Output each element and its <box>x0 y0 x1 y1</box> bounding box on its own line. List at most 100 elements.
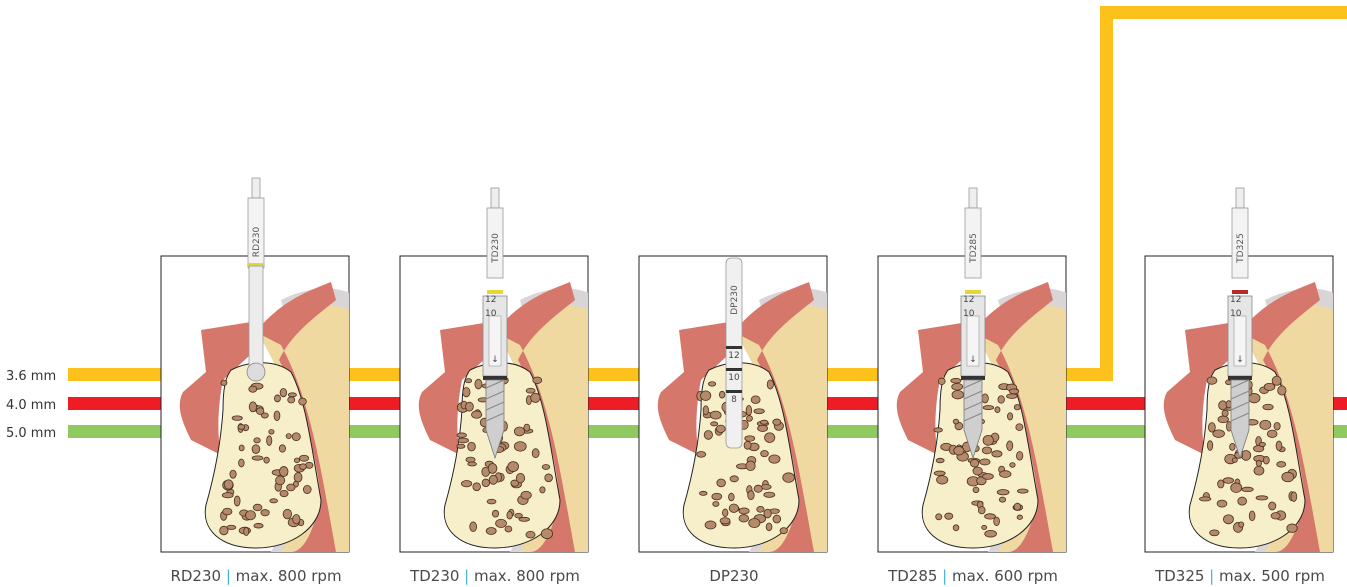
bone-pore <box>722 509 727 517</box>
bone-pore <box>997 490 1009 495</box>
bone-pore <box>286 434 291 439</box>
bone-pore <box>280 490 288 496</box>
bone-pore <box>1226 380 1232 385</box>
bone-pore <box>482 479 490 487</box>
bone-pore <box>1230 443 1235 450</box>
bone-pore <box>487 499 496 504</box>
shank-tip <box>491 188 499 208</box>
bone-pore <box>999 497 1005 502</box>
bone-pore <box>983 406 994 410</box>
bone-pore <box>982 447 992 454</box>
bone-pore <box>521 491 531 499</box>
bone-pore <box>524 424 530 431</box>
bone-pore <box>516 473 524 483</box>
bone-pore <box>545 474 553 482</box>
bone-pore <box>744 441 751 449</box>
panel-rd230: RD230 <box>161 178 361 552</box>
bone-pore <box>279 445 285 452</box>
bone-pore <box>300 464 307 470</box>
bone-pore <box>1256 460 1261 466</box>
bone-pore <box>1016 424 1023 431</box>
bone-pore <box>729 493 735 501</box>
bone-pore <box>519 517 529 521</box>
caption-name: TD325 <box>1154 567 1204 585</box>
bone-pore <box>751 396 760 404</box>
bone-pore <box>1271 513 1280 519</box>
shank-tip <box>969 188 977 208</box>
bone-pore <box>264 457 270 463</box>
depth-mark: 10 <box>963 309 975 319</box>
tool-id-label: RD230 <box>252 227 262 258</box>
line-label-5-0: 5.0 mm <box>6 426 56 441</box>
bone-pore <box>1000 471 1011 478</box>
bone-pore <box>299 455 308 461</box>
bone-pore <box>992 451 1002 457</box>
bone-pore <box>1017 515 1022 519</box>
bone-pore <box>719 391 724 398</box>
bone-pore <box>261 510 269 516</box>
neck <box>249 266 263 366</box>
bone-pore <box>980 459 990 465</box>
bone-pore <box>1017 489 1028 493</box>
bone-pore <box>234 496 240 506</box>
caption-separator: | <box>459 567 474 585</box>
caption-name: RD230 <box>170 567 221 585</box>
shank-tip <box>252 178 260 198</box>
bone-pore <box>739 508 749 514</box>
bone-pore <box>952 390 964 398</box>
bone-pore <box>457 444 465 448</box>
bone-pore <box>249 386 257 392</box>
stop-ring <box>961 376 985 380</box>
bone-pore <box>514 427 524 436</box>
bone-pore <box>1256 496 1268 500</box>
bone-pore <box>945 513 953 519</box>
depth-mark: 8 <box>731 395 737 405</box>
depth-mark: 10 <box>728 373 740 383</box>
bone-pore <box>514 442 526 452</box>
caption-speed: max. 800 rpm <box>236 567 342 585</box>
bone-pore <box>532 449 539 458</box>
bone-pore <box>505 526 512 532</box>
bone-pore <box>973 467 982 475</box>
tool-id-label: TD230 <box>491 233 501 264</box>
bone-pore <box>700 491 708 495</box>
bone-pore <box>1014 503 1021 510</box>
bone-pore <box>239 445 244 451</box>
bone-pore <box>1207 377 1217 384</box>
bone-pore <box>1260 420 1271 429</box>
bone-pore <box>1264 383 1275 390</box>
bone-pore <box>1278 386 1286 395</box>
bone-pore <box>249 402 256 412</box>
bone-pore <box>526 388 535 393</box>
bone-pore <box>486 527 496 534</box>
bone-pore <box>1014 405 1020 410</box>
caption-td285: TD285 | max. 600 rpm <box>887 567 1058 585</box>
bone-pore <box>222 493 233 498</box>
bone-pore <box>470 522 477 532</box>
bone-pore <box>717 479 726 487</box>
bone-pore <box>1238 497 1247 505</box>
depth-mark: 12 <box>1230 295 1241 305</box>
bone-pore <box>716 425 725 432</box>
bone-pore <box>1222 410 1228 416</box>
bone-pore <box>739 515 749 522</box>
bone-pore <box>489 475 497 484</box>
bone-pore <box>773 515 781 523</box>
bone-pore <box>746 461 755 471</box>
bone-pore <box>270 499 278 503</box>
tool-id-label: TD285 <box>969 233 979 264</box>
bone-pore <box>533 377 542 384</box>
depth-mark: 10 <box>485 309 497 319</box>
bone-pore <box>292 433 300 441</box>
bone-pore <box>1242 487 1254 491</box>
bone-pore <box>294 473 302 483</box>
bone-pore <box>710 411 721 419</box>
bone-pore <box>232 416 242 421</box>
bone-pore <box>1010 463 1015 468</box>
arrow-down-icon: ↓ <box>969 355 977 365</box>
caption-name: TD285 <box>887 567 937 585</box>
bone-pore <box>761 484 771 489</box>
stop-ring <box>1228 376 1252 380</box>
arrow-down-icon: ↓ <box>1236 355 1244 365</box>
